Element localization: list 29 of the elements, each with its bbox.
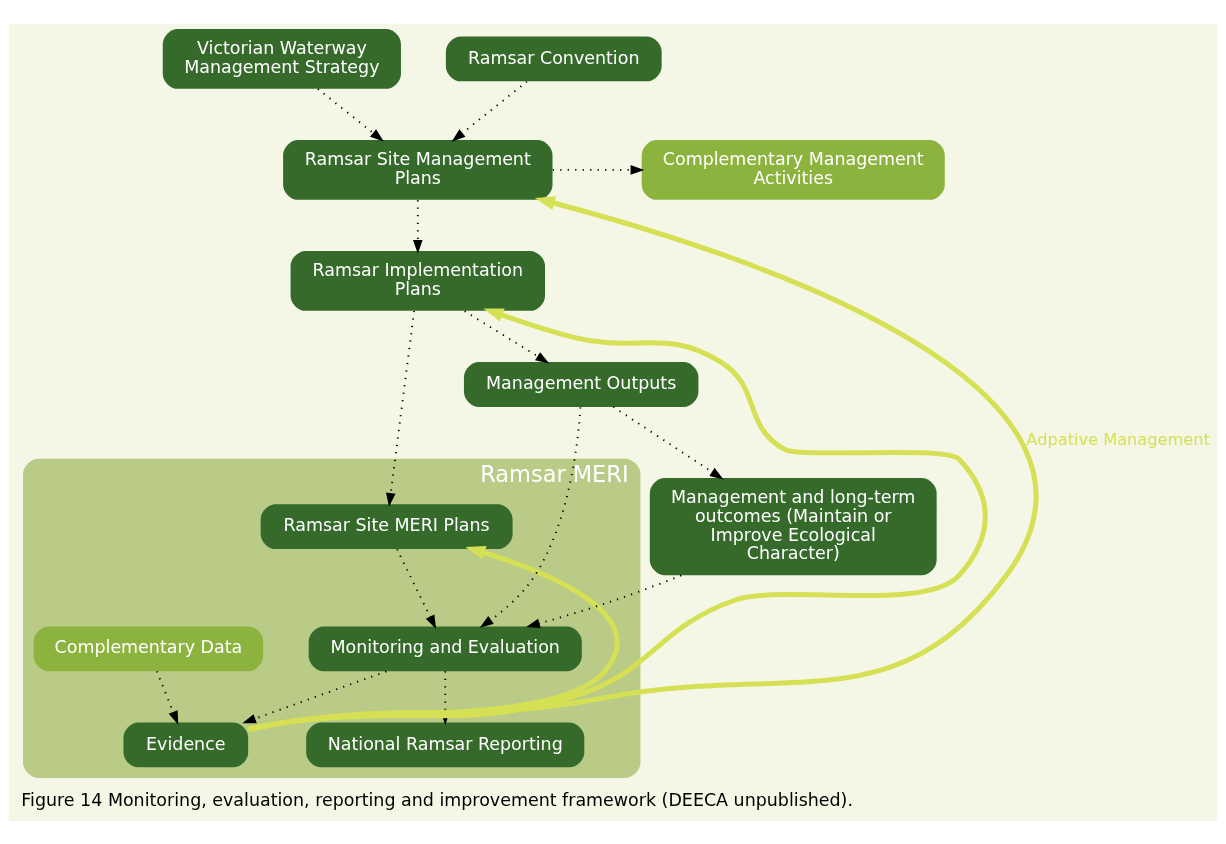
arrow [155,669,179,725]
node-box: National Ramsar Reporting [306,721,585,767]
arrow [526,574,683,628]
arrow [242,669,388,723]
arrow [413,198,423,254]
node-box: Management and long-term outcomes (Maintain or Improve Ecological Character) [649,477,937,575]
node-box: Management Outputs [463,361,699,407]
arrow [247,545,620,732]
node-box: Complementary Data [33,625,264,671]
node-box: Monitoring and Evaluation [308,625,582,671]
node-box: Victorian Waterway Management Strategy [162,28,401,89]
caption: Figure 14 Monitoring, evaluation, reporting and improvement framework (DEECA unpublished). [21,789,853,810]
arrow [451,80,528,142]
node-box: Complementary Management Activities [641,139,945,200]
arrow [551,164,645,175]
arrow [463,309,550,363]
node-box: Evidence [123,721,249,767]
arrow [612,405,724,479]
arrow [248,307,988,731]
node-box: Ramsar Site MERI Plans [260,503,513,549]
arrow [317,87,384,142]
arrow [385,309,416,507]
node-box: Ramsar Convention [445,35,662,81]
node-box: Ramsar Implementation Plans [290,250,545,311]
arrow [248,195,1038,731]
edge-label: Adpative Management [1026,429,1210,449]
arrow [396,547,437,629]
node-box: Ramsar Site Management Plans [283,139,553,200]
arrow [479,405,582,628]
